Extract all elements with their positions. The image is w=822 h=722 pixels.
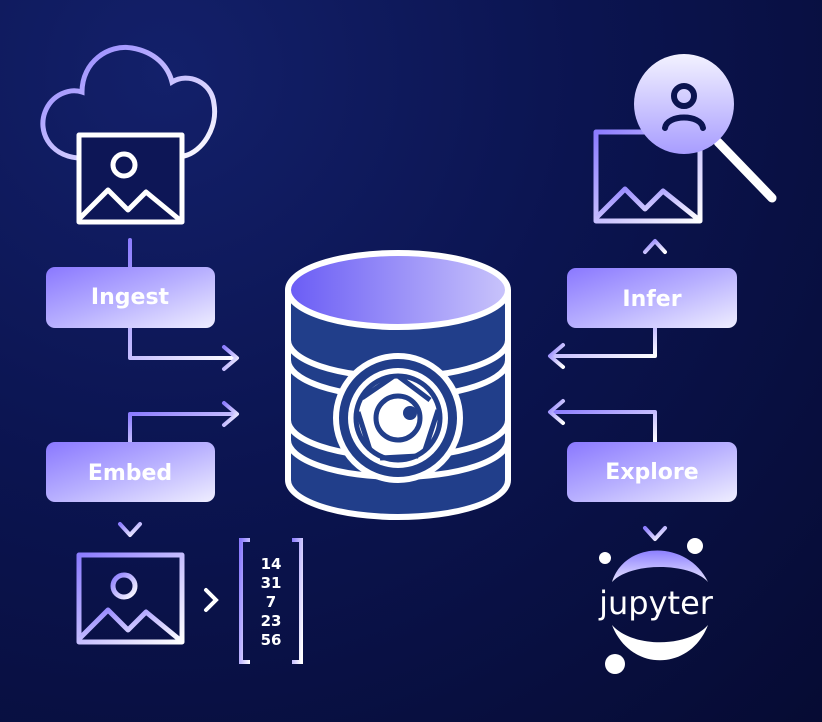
ingest-button[interactable]: Ingest [46, 267, 215, 328]
database-icon [285, 250, 511, 520]
chevron-right-icon [204, 588, 219, 612]
explore-button[interactable]: Explore [567, 442, 737, 502]
explore-connector [548, 399, 667, 541]
explore-label: Explore [605, 460, 698, 485]
image-icon [76, 552, 185, 645]
vector-value: 31 [261, 574, 282, 592]
vector-value: 14 [261, 555, 282, 573]
jupyter-label: jupyter [598, 584, 714, 622]
cloud-image-icon [40, 44, 218, 161]
aperture-logo-icon [348, 368, 448, 468]
vector-matrix: 14 31 7 23 56 [239, 538, 303, 664]
vector-value: 56 [261, 631, 282, 649]
infer-button[interactable]: Infer [567, 268, 737, 328]
vector-value: 7 [266, 593, 276, 611]
image-icon [76, 132, 185, 225]
jupyter-logo: jupyter [598, 538, 714, 674]
vector-value: 23 [261, 612, 282, 630]
embed-button[interactable]: Embed [46, 442, 215, 502]
infer-connector [548, 239, 667, 369]
embed-connector [118, 401, 239, 537]
search-person-icon [634, 54, 777, 203]
embed-label: Embed [88, 461, 172, 486]
infer-label: Infer [622, 287, 681, 312]
ingest-label: Ingest [91, 285, 170, 310]
